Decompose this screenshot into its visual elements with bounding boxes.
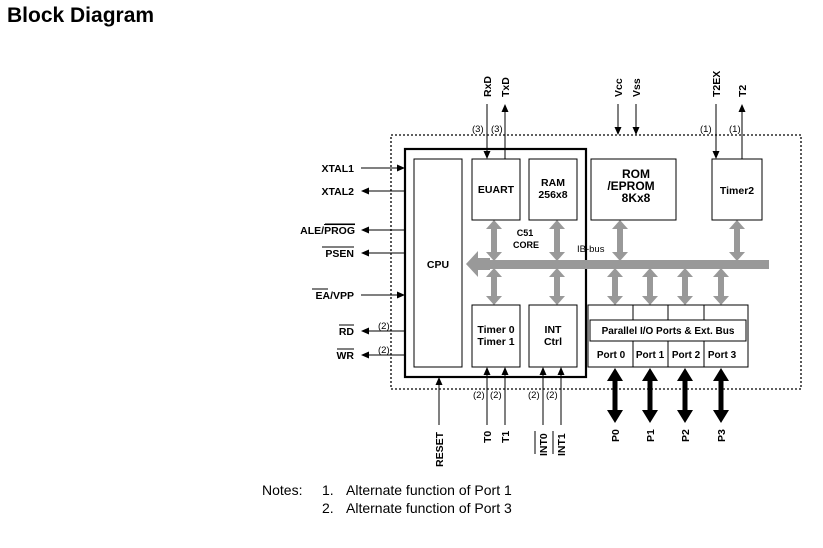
timer01-block	[471, 304, 521, 368]
rxd-note: (3)	[472, 124, 484, 135]
p3-label: P3	[716, 429, 728, 442]
int0-note: (2)	[528, 390, 540, 401]
port0-label: Port 0	[597, 350, 626, 361]
ram-label-1: RAM	[541, 177, 565, 189]
t0-note: (2)	[473, 390, 485, 401]
xtal2-label: XTAL2	[322, 186, 355, 198]
int-label-1: INT	[545, 324, 563, 336]
page-title: Block Diagram	[7, 4, 155, 27]
ibbus-label: IB-bus	[577, 244, 605, 255]
vcc-label: Vcc	[613, 78, 625, 97]
note-2-number: 2.	[322, 500, 334, 516]
port-arrows	[607, 368, 729, 423]
t2-label: T2	[737, 85, 749, 97]
int1-note: (2)	[546, 390, 558, 401]
notes-label: Notes:	[262, 482, 303, 498]
note-2-text: Alternate function of Port 3	[346, 500, 512, 516]
core-label-2: CORE	[513, 240, 539, 250]
wr-label: WR	[337, 350, 355, 362]
timer2-block	[711, 158, 763, 221]
euart-label: EUART	[478, 184, 515, 196]
rom-label-2: /EPROM	[607, 179, 654, 193]
wr-note: (2)	[378, 345, 390, 356]
p1-label: P1	[645, 429, 657, 442]
rom-label-1: ROM	[622, 167, 650, 181]
int1-label: INT1	[556, 433, 568, 456]
timer2-label: Timer2	[720, 185, 754, 197]
chip-boundary	[390, 134, 802, 390]
rom-block	[590, 158, 677, 221]
port1-label: Port 1	[636, 350, 665, 361]
euart-block	[471, 158, 521, 221]
t0-label: T0	[482, 431, 494, 443]
t1-note: (2)	[490, 390, 502, 401]
txd-label: TxD	[500, 77, 512, 97]
txd-note: (3)	[491, 124, 503, 135]
cpu-label: CPU	[427, 259, 449, 271]
psen-label: PSEN	[325, 248, 354, 260]
ea-vpp-label: EA/VPP	[315, 290, 354, 302]
parallel-io-label: Parallel I/O Ports & Ext. Bus	[602, 326, 735, 337]
ale-prog-label: ALE/PROG	[300, 225, 355, 237]
p2-label: P2	[680, 429, 692, 442]
timer01-label-2: Timer 1	[477, 336, 514, 348]
t1-label: T1	[500, 431, 512, 443]
timer01-label-1: Timer 0	[477, 324, 514, 336]
cpu-block	[413, 158, 463, 368]
ram-label-2: 256x8	[538, 189, 567, 201]
xtal1-label: XTAL1	[322, 163, 355, 175]
t2ex-note: (1)	[700, 124, 712, 135]
rd-label: RD	[339, 326, 355, 338]
port3-label: Port 3	[708, 350, 737, 361]
top-signal-lines	[483, 104, 746, 159]
bus-connectors	[486, 220, 745, 305]
note-1-text: Alternate function of Port 1	[346, 482, 512, 498]
vss-label: Vss	[631, 78, 643, 97]
p0-label: P0	[610, 429, 622, 442]
note-1-number: 1.	[322, 482, 334, 498]
t2-note: (1)	[729, 124, 741, 135]
ib-bus	[466, 251, 769, 277]
rd-note: (2)	[378, 321, 390, 332]
ram-block	[528, 158, 578, 221]
int0-label: INT0	[538, 433, 550, 456]
core-label-1: C51	[517, 228, 534, 238]
parallel-io-block	[587, 304, 749, 368]
t2ex-label: T2EX	[711, 71, 723, 97]
rxd-label: RxD	[482, 76, 494, 97]
bottom-signal-lines	[435, 367, 565, 425]
reset-label: RESET	[434, 431, 446, 467]
rom-label-3: 8Kx8	[622, 191, 651, 205]
port2-label: Port 2	[672, 350, 701, 361]
int-block	[528, 304, 578, 368]
left-signal-lines	[361, 164, 405, 359]
int-label-2: Ctrl	[544, 336, 562, 348]
